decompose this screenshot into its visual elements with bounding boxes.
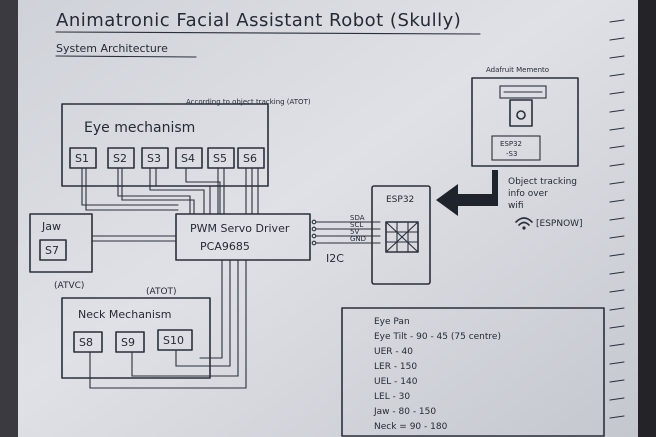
note-line: Neck = 90 - 180 [374,422,448,432]
link-note-1: Object tracking [508,177,577,187]
camera-module [509,99,533,127]
i2c-label: I2C [326,252,344,265]
servo-box [39,239,67,261]
pwm-driver-box [175,213,311,261]
pin-label-5v: 5V [350,228,359,236]
eye-servo-wires [81,167,259,215]
link-note-2: info over [508,189,548,199]
memento-title: Adafruit Memento [486,66,549,74]
servo-box [157,329,193,351]
link-note-3: wifi [508,201,524,211]
neck-mechanism-box [61,297,211,379]
i2c-bus [311,219,381,246]
pwm-driver-label: PWM Servo Driver [190,222,290,235]
note-line: LEL - 30 [374,392,410,402]
paper [18,0,638,437]
subtitle-underline [55,55,197,58]
servo-label: S1 [75,152,89,165]
note-line: UEL - 140 [374,377,418,387]
servo-box [73,331,103,353]
servo-label: S8 [79,336,93,349]
servo-label: S10 [163,334,184,347]
neck-servos: S8 S9 S10 [73,329,193,353]
esp32-label: ESP32 [386,195,414,205]
jaw-note: (ATVC) [54,281,84,291]
eye-tracking-note: According to object tracking (ATOT) [186,98,311,106]
esp32-board [371,185,431,285]
title-underline [55,31,481,35]
spiral-binding [609,19,625,419]
neck-servo-wires [89,259,247,389]
link-protocol: [ESPNOW] [536,219,583,229]
pin-label-sda: SDA [350,214,365,222]
memento-chip [491,135,541,161]
eye-servos: S1 S2 S3 S4 S5 S6 [69,147,265,169]
memento-chip-label: ESP32 [500,140,522,148]
note-line: LER - 150 [374,362,417,372]
eye-mechanism-label: Eye mechanism [84,120,195,136]
page-title: Animatronic Facial Assistant Robot (Skul… [56,10,461,31]
notes-box [341,307,605,437]
servo-label: S9 [121,336,135,349]
memento-board [471,77,579,167]
esp32-chip [385,221,419,253]
servo-label: S4 [181,152,195,165]
desk-left [0,0,18,437]
note-line: Jaw - 80 - 150 [373,407,436,417]
memento-connector [499,85,547,99]
page-subtitle: System Architecture [56,42,168,55]
servo-label: S2 [113,152,127,165]
neck-mechanism-label: Neck Mechanism [78,308,171,321]
desk-right [638,0,656,437]
camera-lens-icon [516,110,526,120]
jaw-label: Jaw [41,220,61,233]
note-line: Eye Pan [374,317,410,327]
servo-box [141,147,169,169]
pwm-driver-chip: PCA9685 [200,240,250,253]
servo-box [107,147,135,169]
servo-box [175,147,203,169]
wifi-icon [515,217,533,230]
object-tracking-arrow [436,170,498,216]
servo-box [237,147,265,169]
servo-label: S7 [45,244,59,257]
servo-label: S5 [213,152,227,165]
servo-box [207,147,235,169]
servo-box [115,331,145,353]
servo-limits-notes: Eye Pan Eye Tilt - 90 - 45 (75 centre) U… [373,317,501,432]
memento-chip-label-2: -S3 [506,150,517,158]
pin-label-scl: SCL [350,221,363,229]
servo-label: S6 [243,152,257,165]
jaw-box [29,213,93,273]
servo-box [69,147,97,169]
neck-note: (ATOT) [146,287,177,297]
note-line: Eye Tilt - 90 - 45 (75 centre) [374,332,501,342]
pin-label-gnd: GND [350,235,366,243]
note-line: UER - 40 [374,347,413,357]
servo-label: S3 [147,152,161,165]
